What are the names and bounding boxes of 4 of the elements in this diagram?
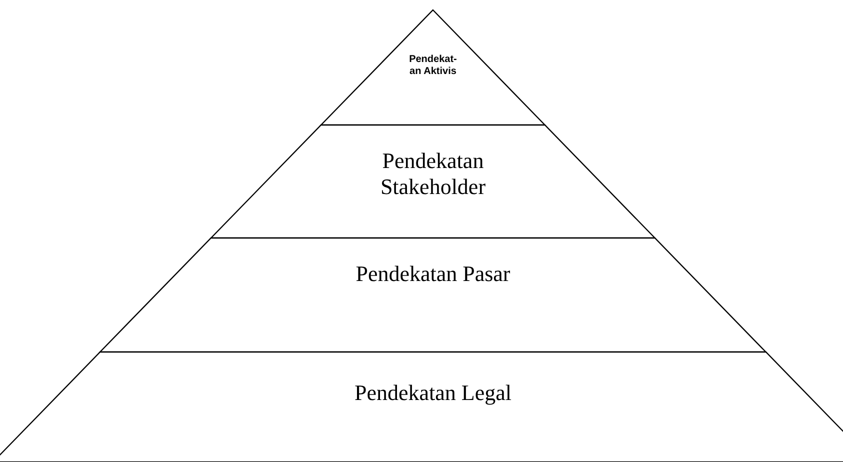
level-label: Pendekatan Stakeholder: [379, 148, 487, 200]
level-label: Pendekat- an Aktivis: [408, 54, 458, 78]
level-label: Pendekatan Pasar: [354, 260, 512, 288]
level-label: Pendekatan Legal: [354, 380, 512, 406]
